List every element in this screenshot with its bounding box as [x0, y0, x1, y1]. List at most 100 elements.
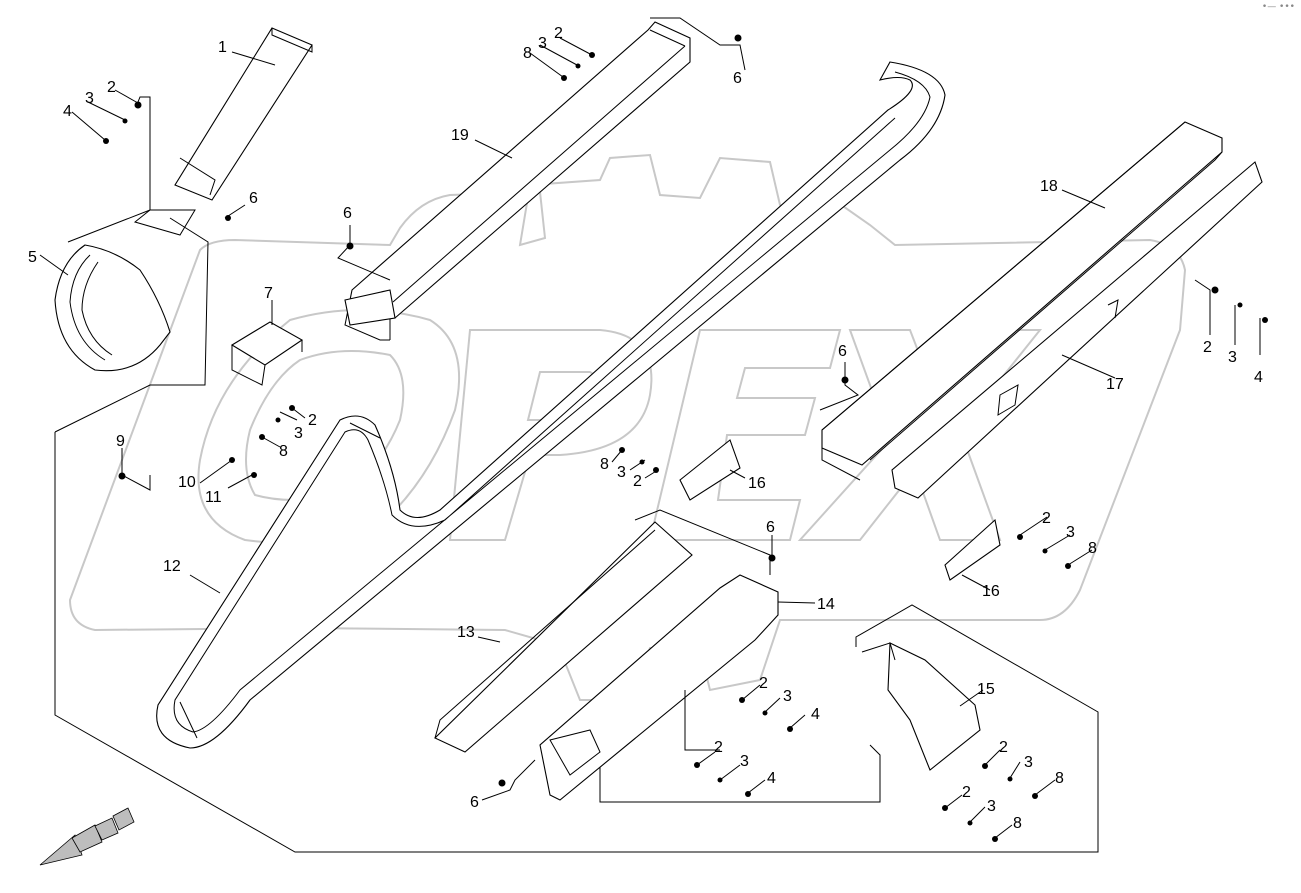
callout-7: 7: [264, 285, 273, 302]
callout-1: 1: [218, 39, 227, 56]
washer-icon: [575, 63, 581, 69]
bolt-icon: [561, 75, 567, 81]
channel-13-body: [434, 521, 693, 753]
nut-icon: [982, 763, 988, 769]
callout-4: 4: [63, 103, 72, 120]
bracket-7-top: [230, 321, 304, 366]
nut-icon: [134, 101, 142, 109]
callout-8: 8: [523, 45, 532, 62]
plate-16-upper: [679, 439, 741, 501]
channel-17: [891, 161, 1263, 499]
channel-18: [821, 121, 1223, 481]
nut-icon: [346, 242, 354, 250]
callout-6: 6: [733, 70, 742, 87]
washer-icon: [1237, 302, 1243, 308]
bracket-7: [230, 321, 304, 386]
nut-icon: [1211, 286, 1219, 294]
nut-icon: [734, 34, 742, 42]
deflector-15: [861, 642, 981, 771]
callouts: 1 2 3 4 5 6 8 3 2 6 19 6 7 2 3 8 9 10 11…: [28, 25, 1263, 832]
washer-icon: [275, 417, 281, 423]
boundary-lines: [54, 96, 1099, 853]
callout-3: 3: [1024, 754, 1033, 771]
channel-14: [539, 574, 779, 801]
corner-mark: •— •••: [1261, 2, 1295, 12]
callout-2: 2: [962, 784, 971, 801]
callout-8: 8: [1088, 540, 1097, 557]
bolt-icon: [1262, 317, 1268, 323]
chute-1: [133, 27, 313, 236]
callout-6: 6: [343, 205, 352, 222]
callout-3: 3: [1228, 349, 1237, 366]
washer-icon: [717, 777, 723, 783]
callout-2: 2: [714, 739, 723, 756]
callout-3: 3: [1066, 524, 1075, 541]
callout-12: 12: [163, 558, 181, 575]
belt-edge: [179, 422, 381, 739]
nut-icon: [118, 472, 126, 480]
chute-1-body: [174, 27, 313, 201]
callout-2: 2: [107, 79, 116, 96]
bolt-icon: [259, 434, 265, 440]
callout-5: 5: [28, 249, 37, 266]
callout-3: 3: [740, 753, 749, 770]
bolt-icon: [787, 726, 793, 732]
nut-icon: [1017, 534, 1023, 540]
belt-inner-line: [173, 71, 931, 733]
channel-14-end: [549, 729, 601, 776]
callout-3: 3: [617, 464, 626, 481]
callout-14: 14: [817, 596, 835, 613]
callout-2: 2: [1042, 510, 1051, 527]
callout-4: 4: [767, 770, 776, 787]
nut-icon: [768, 554, 776, 562]
callout-2: 2: [1203, 339, 1212, 356]
belt-outer-loop: [156, 61, 946, 749]
boundary-bottom-right: [599, 744, 881, 803]
bolt-icon: [251, 472, 257, 478]
washer-icon: [1007, 776, 1013, 782]
callout-3: 3: [538, 35, 547, 52]
channel-17-details: [997, 299, 1119, 416]
callout-2: 2: [999, 739, 1008, 756]
bolt-icon: [992, 836, 998, 842]
callout-15: 15: [977, 681, 995, 698]
channel-19-end: [344, 289, 396, 326]
callout-6: 6: [766, 519, 775, 536]
callout-13: 13: [457, 624, 475, 641]
washer-icon: [122, 118, 128, 124]
callout-2: 2: [308, 412, 317, 429]
scoop-5: [54, 244, 171, 372]
boundary-left-upper: [54, 217, 209, 433]
callout-6: 6: [249, 190, 258, 207]
callout-8: 8: [279, 443, 288, 460]
bolt-icon: [745, 791, 751, 797]
callout-11: 11: [205, 489, 222, 506]
callout-8: 8: [600, 456, 609, 473]
belt-12: [156, 61, 946, 749]
channel-19-body: [349, 21, 691, 319]
plate-16-lower: [944, 518, 1001, 581]
leader-lines: [39, 17, 1261, 839]
chute-1-details: [133, 28, 313, 236]
channel-13: [434, 521, 693, 753]
callout-16: 16: [982, 583, 1000, 600]
hardware: [103, 34, 1268, 842]
callout-8: 8: [1013, 815, 1022, 832]
washer-icon: [229, 457, 235, 463]
bolt-icon: [1065, 563, 1071, 569]
deflector-15-tab: [861, 642, 896, 661]
washer-icon: [762, 710, 768, 716]
callout-3: 3: [783, 688, 792, 705]
callout-6: 6: [470, 794, 479, 811]
nut-icon: [653, 467, 659, 473]
callout-3: 3: [85, 90, 94, 107]
scoop-5-lines: [69, 254, 113, 361]
boundary-top-left: [67, 96, 151, 243]
nut-icon: [225, 215, 231, 221]
callout-3: 3: [294, 425, 303, 442]
scoop-5-body: [54, 244, 171, 372]
watermark-letter-e: [648, 329, 842, 541]
direction-arrow-icon: [39, 807, 135, 866]
callout-2: 2: [633, 473, 642, 490]
